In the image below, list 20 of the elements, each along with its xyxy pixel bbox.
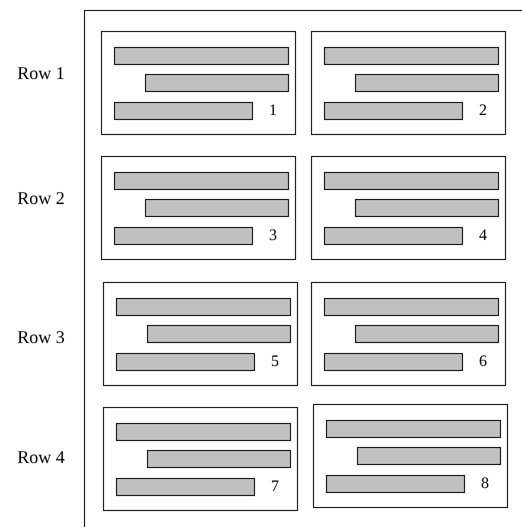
card-number: 1 xyxy=(268,101,278,121)
row-label: Row 3 xyxy=(16,326,66,348)
card-number: 8 xyxy=(480,474,490,494)
row-label: Row 4 xyxy=(16,446,66,468)
row-label: Row 2 xyxy=(16,187,66,209)
card xyxy=(311,156,506,260)
card xyxy=(311,31,506,135)
card xyxy=(103,282,298,386)
card-number: 5 xyxy=(270,352,280,372)
card xyxy=(311,282,506,386)
card xyxy=(101,156,296,260)
card-number: 4 xyxy=(478,226,488,246)
card xyxy=(101,31,296,135)
card xyxy=(313,404,508,508)
card-number: 7 xyxy=(270,477,280,497)
card-number: 6 xyxy=(478,352,488,372)
row-label: Row 1 xyxy=(16,62,66,84)
card-number: 2 xyxy=(478,101,488,121)
card-number: 3 xyxy=(268,226,278,246)
card xyxy=(103,407,298,511)
